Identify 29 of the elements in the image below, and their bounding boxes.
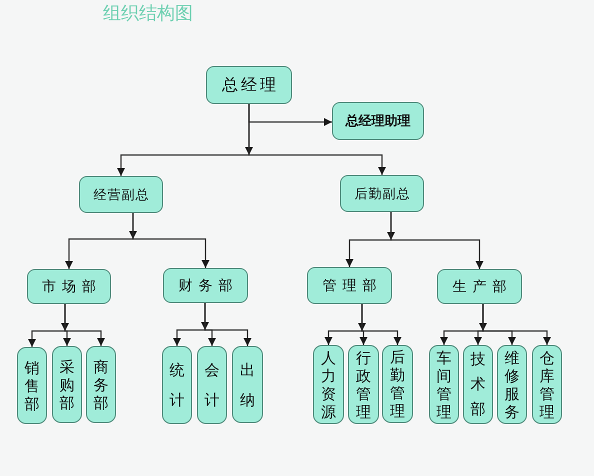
arrow (132, 213, 210, 268)
department-box: 财务部 (163, 268, 248, 303)
arrow (482, 304, 551, 345)
section-box: 车间管理 (429, 345, 459, 424)
arrow (64, 304, 105, 346)
position-box: 后勤副总 (340, 175, 424, 212)
section-box: 采购部 (52, 346, 82, 423)
department-box: 生产部 (437, 269, 522, 304)
section-box: 行政管理 (348, 345, 379, 424)
arrow (390, 212, 484, 269)
position-box: 经营副总 (79, 176, 163, 213)
section-box: 后勤管理 (382, 345, 413, 423)
chart-title: 组织结构图 (103, 3, 193, 25)
section-box: 出纳 (232, 346, 263, 423)
department-box: 市场部 (27, 269, 111, 304)
department-box: 管理部 (307, 267, 392, 304)
position-box: 总经理助理 (332, 102, 424, 140)
arrow (248, 104, 386, 175)
section-box: 销售部 (17, 347, 47, 424)
arrow (361, 304, 402, 345)
position-box: 总经理 (206, 66, 292, 104)
section-box: 技术部 (463, 345, 493, 424)
section-box: 人力资源 (313, 345, 344, 424)
section-box: 会计 (197, 346, 227, 424)
section-box: 维修服务 (497, 345, 527, 424)
arrow (204, 303, 252, 346)
section-box: 商务部 (86, 346, 116, 423)
section-box: 统计 (162, 346, 192, 424)
section-box: 仓库管理 (532, 345, 562, 424)
